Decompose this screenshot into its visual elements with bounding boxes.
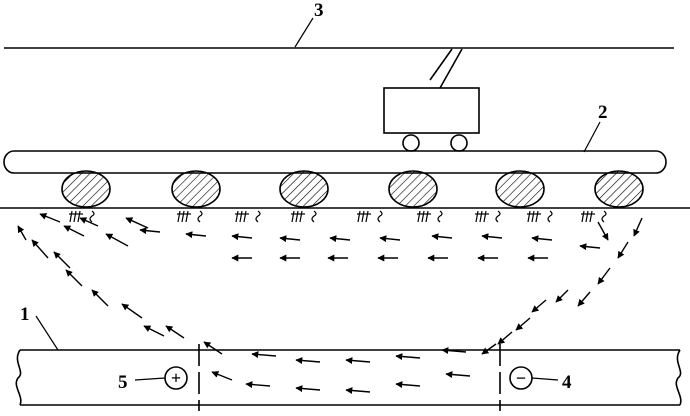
arrow-icon <box>165 325 185 339</box>
arrow-icon <box>53 251 71 269</box>
arrow-icon <box>17 225 27 241</box>
arrow-icon <box>295 357 321 365</box>
arrow-icon <box>597 221 609 241</box>
arrow-icon <box>481 233 503 241</box>
anode-marker: + 5 <box>118 366 188 393</box>
arrow-icon <box>65 269 83 287</box>
rail <box>3 150 667 174</box>
arrow-icon <box>31 239 49 259</box>
arrow-icon <box>633 217 643 237</box>
arrow-icon <box>531 299 547 313</box>
arrow-icon <box>279 235 301 243</box>
label-1-group: 1 <box>20 304 59 351</box>
arrow-icon <box>345 387 371 395</box>
arrow-icon <box>79 217 99 227</box>
label-negative-electrode: 4 <box>562 372 572 393</box>
arrow-icon <box>39 213 61 223</box>
stray-current-arrows <box>17 213 643 395</box>
corrosion-mark-icon <box>417 210 443 223</box>
corrosion-mark-icon <box>527 210 553 223</box>
tram-car-icon <box>383 48 480 152</box>
arrow-icon <box>531 235 553 243</box>
label-pipe: 1 <box>20 304 30 325</box>
arrow-icon <box>555 289 569 303</box>
arrow-icon <box>431 233 453 241</box>
arrow-icon <box>185 231 207 239</box>
pipe <box>15 344 682 411</box>
arrow-icon <box>617 241 629 259</box>
corrosion-mark-icon <box>357 210 383 223</box>
sleeper-4 <box>388 170 438 208</box>
minus-symbol: − <box>516 368 526 388</box>
arrow-icon <box>63 225 85 237</box>
label-3-group: 3 <box>294 0 324 48</box>
plus-symbol: + <box>171 368 181 388</box>
arrow-icon <box>91 289 109 307</box>
arrow-icon <box>577 291 591 307</box>
arrow-icon <box>445 371 471 379</box>
arrow-icon <box>121 303 143 319</box>
corrosion-mark-icon <box>475 210 501 223</box>
arrow-icon <box>295 385 321 393</box>
arrow-icon <box>139 227 161 235</box>
sleeper-1 <box>61 170 111 208</box>
label-positive-electrode: 5 <box>118 372 128 393</box>
arrow-icon <box>125 217 149 229</box>
arrow-icon <box>105 233 129 247</box>
arrow-icon <box>143 325 165 337</box>
arrow-icon <box>579 243 601 251</box>
arrow-icon <box>395 381 421 389</box>
arrow-icon <box>441 347 467 355</box>
sleeper-6 <box>594 170 644 208</box>
arrow-icon <box>329 235 351 243</box>
arrow-icon <box>379 235 401 243</box>
sleeper-3 <box>279 170 329 208</box>
label-overhead-wire: 3 <box>314 0 324 21</box>
corrosion-mark-icon <box>581 210 607 223</box>
corrosion-mark-icon <box>235 210 261 223</box>
arrow-icon <box>481 343 497 355</box>
sleepers <box>61 170 644 208</box>
arrow-icon <box>231 233 253 241</box>
arrow-icon <box>345 357 371 365</box>
corrosion-marks <box>69 210 607 223</box>
cathode-marker: − 4 <box>509 366 572 393</box>
arrow-icon <box>203 341 223 355</box>
corrosion-mark-icon <box>69 210 95 223</box>
arrow-icon <box>497 331 513 345</box>
sleeper-2 <box>171 170 221 208</box>
arrow-icon <box>245 381 271 389</box>
arrow-icon <box>597 267 611 285</box>
corrosion-mark-icon <box>291 210 317 223</box>
corrosion-mark-icon <box>177 210 203 223</box>
arrow-icon <box>515 317 531 331</box>
arrow-icon <box>211 371 233 381</box>
arrow-icon <box>395 353 421 361</box>
label-2-group: 2 <box>583 102 608 153</box>
arrow-icon <box>251 351 277 359</box>
sleeper-5 <box>495 170 545 208</box>
label-rail: 2 <box>598 102 608 123</box>
